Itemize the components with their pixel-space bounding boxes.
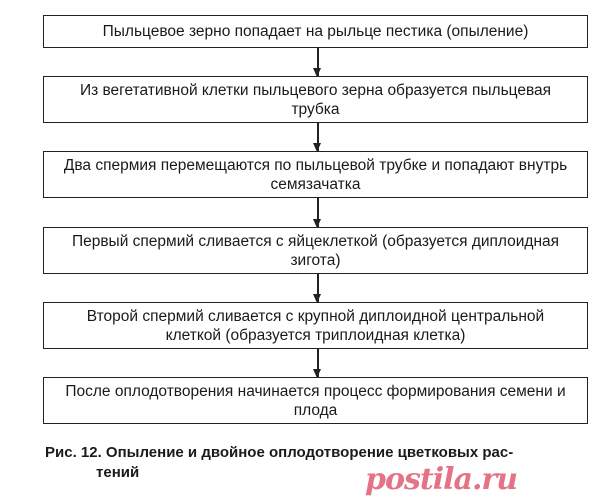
step-box-3: Два спермия перемещаются по пыльцевой тр… bbox=[43, 151, 588, 198]
arrow-5 bbox=[314, 349, 320, 378]
step-text: После оплодотворения начинается процесс … bbox=[65, 382, 566, 419]
step-box-2: Из вегетативной клетки пыльцевого зерна … bbox=[43, 76, 588, 123]
arrow-2 bbox=[314, 123, 320, 152]
step-text: Второй спермий сливается с крупной дипло… bbox=[86, 307, 545, 344]
step-text: Из вегетативной клетки пыльцевого зерна … bbox=[79, 81, 552, 118]
arrow-3 bbox=[314, 198, 320, 228]
watermark-logo: postila.ru bbox=[365, 462, 518, 497]
step-box-5: Второй спермий сливается с крупной дипло… bbox=[43, 302, 588, 349]
arrow-4 bbox=[314, 274, 320, 303]
step-text: Первый спермий сливается с яйцеклеткой (… bbox=[71, 232, 560, 269]
figure-caption: Рис. 12. Опыление и двойное оплодотворен… bbox=[45, 443, 600, 483]
step-text: Пыльцевое зерно попадает на рыльце пести… bbox=[102, 23, 529, 40]
step-box-4: Первый спермий сливается с яйцеклеткой (… bbox=[43, 227, 588, 274]
caption-line-1: Рис. 12. Опыление и двойное оплодотворен… bbox=[45, 444, 514, 461]
step-box-1: Пыльцевое зерно попадает на рыльце пести… bbox=[43, 15, 588, 48]
arrow-1 bbox=[314, 48, 320, 77]
caption-line-2: тений bbox=[96, 464, 140, 481]
step-box-6: После оплодотворения начинается процесс … bbox=[43, 377, 588, 424]
step-text: Два спермия перемещаются по пыльцевой тр… bbox=[63, 156, 568, 193]
